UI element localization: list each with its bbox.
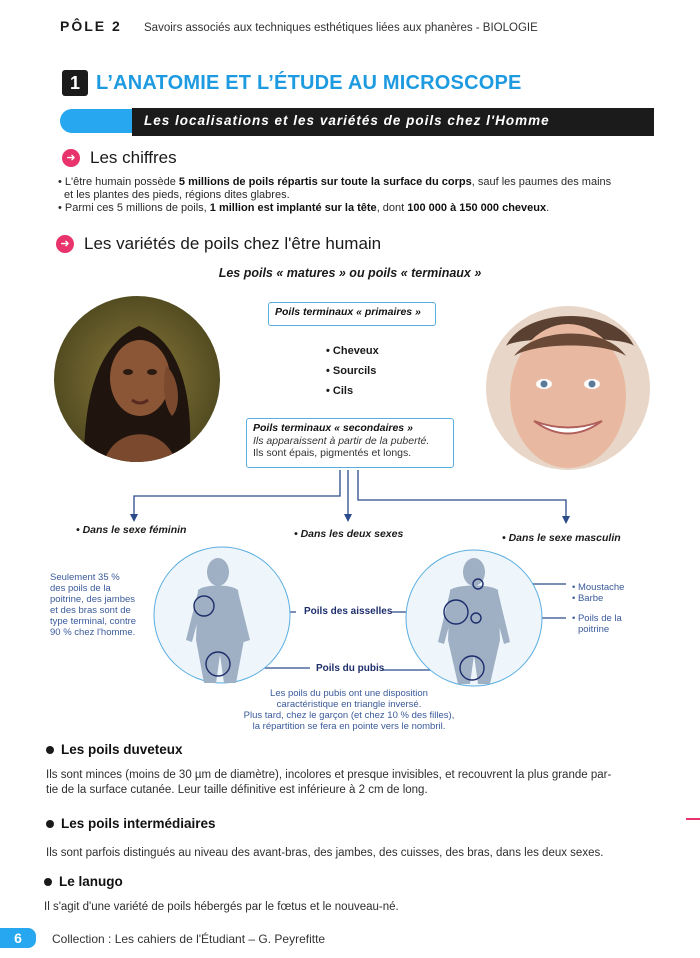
bullet-dot-icon [46,745,54,754]
female-portrait-image [54,296,220,462]
duveteux-paragraph: Ils sont minces (moins de 30 µm de diamè… [46,768,656,798]
chiffres-bold: 100 000 à 150 000 cheveux [407,202,547,214]
arrow-head [130,514,138,522]
pole-subtitle: Savoirs associés aux techniques esthétiq… [144,22,538,34]
female-pubis-marker [205,651,231,677]
chiffres-bold: 5 millions de poils répartis sur toute l… [178,176,472,188]
subheading-chiffres-text: Les chiffres [90,148,177,167]
label-deux-sexes: • Dans les deux sexes [294,528,404,540]
secondary-terminal-desc: Ils sont épais, pigmentés et longs. [253,447,412,459]
lanugo-paragraph: Il s'agit d'une variété de poils hébergé… [44,901,399,913]
note-line: la répartition se fera en pointe vers le… [252,721,446,732]
subheading-varietes: ➜ Les variétés de poils chez l'être huma… [56,234,381,254]
chapter-number: 1 [62,70,88,96]
intermediaires-paragraph: Ils sont parfois distingués au niveau de… [46,847,604,859]
note-line: • Poils de la [572,613,622,624]
list-item: • Cils [326,385,354,397]
note-line: Les poils du pubis ont une disposition [270,688,428,699]
note-line: poitrine, des jambes [50,594,136,605]
heading-duveteux: Les poils duveteux [46,742,183,757]
note-line: Seulement 35 % [50,572,120,583]
banner-black-bar: Les localisations et les variétés de poi… [132,108,654,136]
page-header: PÔLE 2 Savoirs associés aux techniques e… [60,18,660,42]
list-item: • Cheveux [326,345,379,357]
chiffres-paragraph: • L'être humain possède 5 millions de po… [58,176,658,215]
primary-terminal-callout: Poils terminaux « primaires » [268,302,436,326]
chapter-title: L’ANATOMIE ET L’ÉTUDE AU MICROSCOPE [96,72,522,94]
chiffres-text: • L'être humain possède [58,176,179,188]
page-number: 6 [0,928,36,948]
label-aisselles: Poils des aisselles [304,606,393,617]
male-figure-circle [405,549,543,687]
pubis-note: Les poils du pubis ont une disposition c… [236,688,462,732]
arrow-bullet-icon: ➜ [56,235,74,253]
bullet-dot-icon [46,819,54,828]
male-figure-silhouette [438,558,510,684]
female-figure-circle [153,546,291,684]
note-line: • Moustache [572,582,625,593]
male-chest-marker [470,612,482,624]
list-item: • Sourcils [326,365,377,377]
connector-feminin [133,470,341,516]
subheading-chiffres: ➜ Les chiffres [62,148,177,168]
label-masculin: • Dans le sexe masculin [502,532,621,544]
male-pubis-marker [459,655,485,681]
female-figure-silhouette [186,558,250,683]
arrow-head [344,514,352,522]
primary-terminal-title: Poils terminaux « primaires » [275,306,421,318]
note-line: des poils de la [50,583,111,594]
note-line: • Barbe [572,593,604,604]
female-note: Seulement 35 % des poils de la poitrine,… [50,572,160,638]
heading-intermediaires-text: Les poils intermédiaires [61,816,216,831]
footer-collection: Collection : Les cahiers de l'Étudiant –… [52,932,326,946]
chiffres-text: , dont [376,202,408,214]
label-pubis: Poils du pubis [316,663,385,674]
section-banner-title: Les localisations et les variétés de poi… [144,113,550,128]
chiffres-bold: 1 million est implanté sur la tête [209,202,377,214]
secondary-terminal-title: Poils terminaux « secondaires » [253,422,413,434]
note-line: caractéristique en triangle inversé. [276,699,422,710]
pole-label: PÔLE 2 [60,18,122,34]
arrow-bullet-icon: ➜ [62,149,80,167]
note-line: 90 % chez l'homme. [50,627,136,638]
note-line: Plus tard, chez le garçon (et chez 10 % … [243,710,455,721]
bullet-dot-icon [44,877,52,886]
secondary-terminal-desc: Ils apparaissent à partir de la puberté. [253,434,430,447]
chiffres-text: • Parmi ces 5 millions de poils, [58,202,210,214]
heading-lanugo: Le lanugo [44,874,123,889]
male-labels: • Moustache • Barbe • Poils de la poitri… [572,582,672,635]
page-edge-marker [686,818,700,820]
chiffres-text: , sauf les paumes des mains [471,176,612,188]
male-armpit-marker [443,599,469,625]
male-portrait-image [486,306,650,470]
paragraph-line: tie de la surface cutanée. Leur taille d… [46,784,428,796]
heading-intermediaires: Les poils intermédiaires [46,816,216,831]
subheading-varietes-text: Les variétés de poils chez l'être humain [84,234,382,253]
section-banner: Les localisations et les variétés de poi… [60,108,654,136]
secondary-terminal-callout: Poils terminaux « secondaires » Ils appa… [246,418,454,468]
female-armpit-marker [193,595,215,617]
label-feminin: • Dans le sexe féminin [76,524,187,536]
note-line: type terminal, contre [50,616,137,627]
chiffres-text: et les plantes des pieds, régions dites … [64,189,290,201]
note-line: poitrine [578,624,610,635]
heading-lanugo-text: Le lanugo [59,874,123,889]
paragraph-line: Ils sont minces (moins de 30 µm de diamè… [46,769,612,781]
terminal-hair-title: Les poils « matures » ou poils « termina… [218,266,482,280]
heading-duveteux-text: Les poils duveteux [61,742,183,757]
chiffres-text: . [546,202,550,214]
male-moustache-marker [472,578,484,590]
arrow-head [562,516,570,524]
note-line: et des bras sont de [50,605,131,616]
connector-masculin [357,470,567,518]
primary-hair-list: • Cheveux • Sourcils • Cils [326,345,379,405]
